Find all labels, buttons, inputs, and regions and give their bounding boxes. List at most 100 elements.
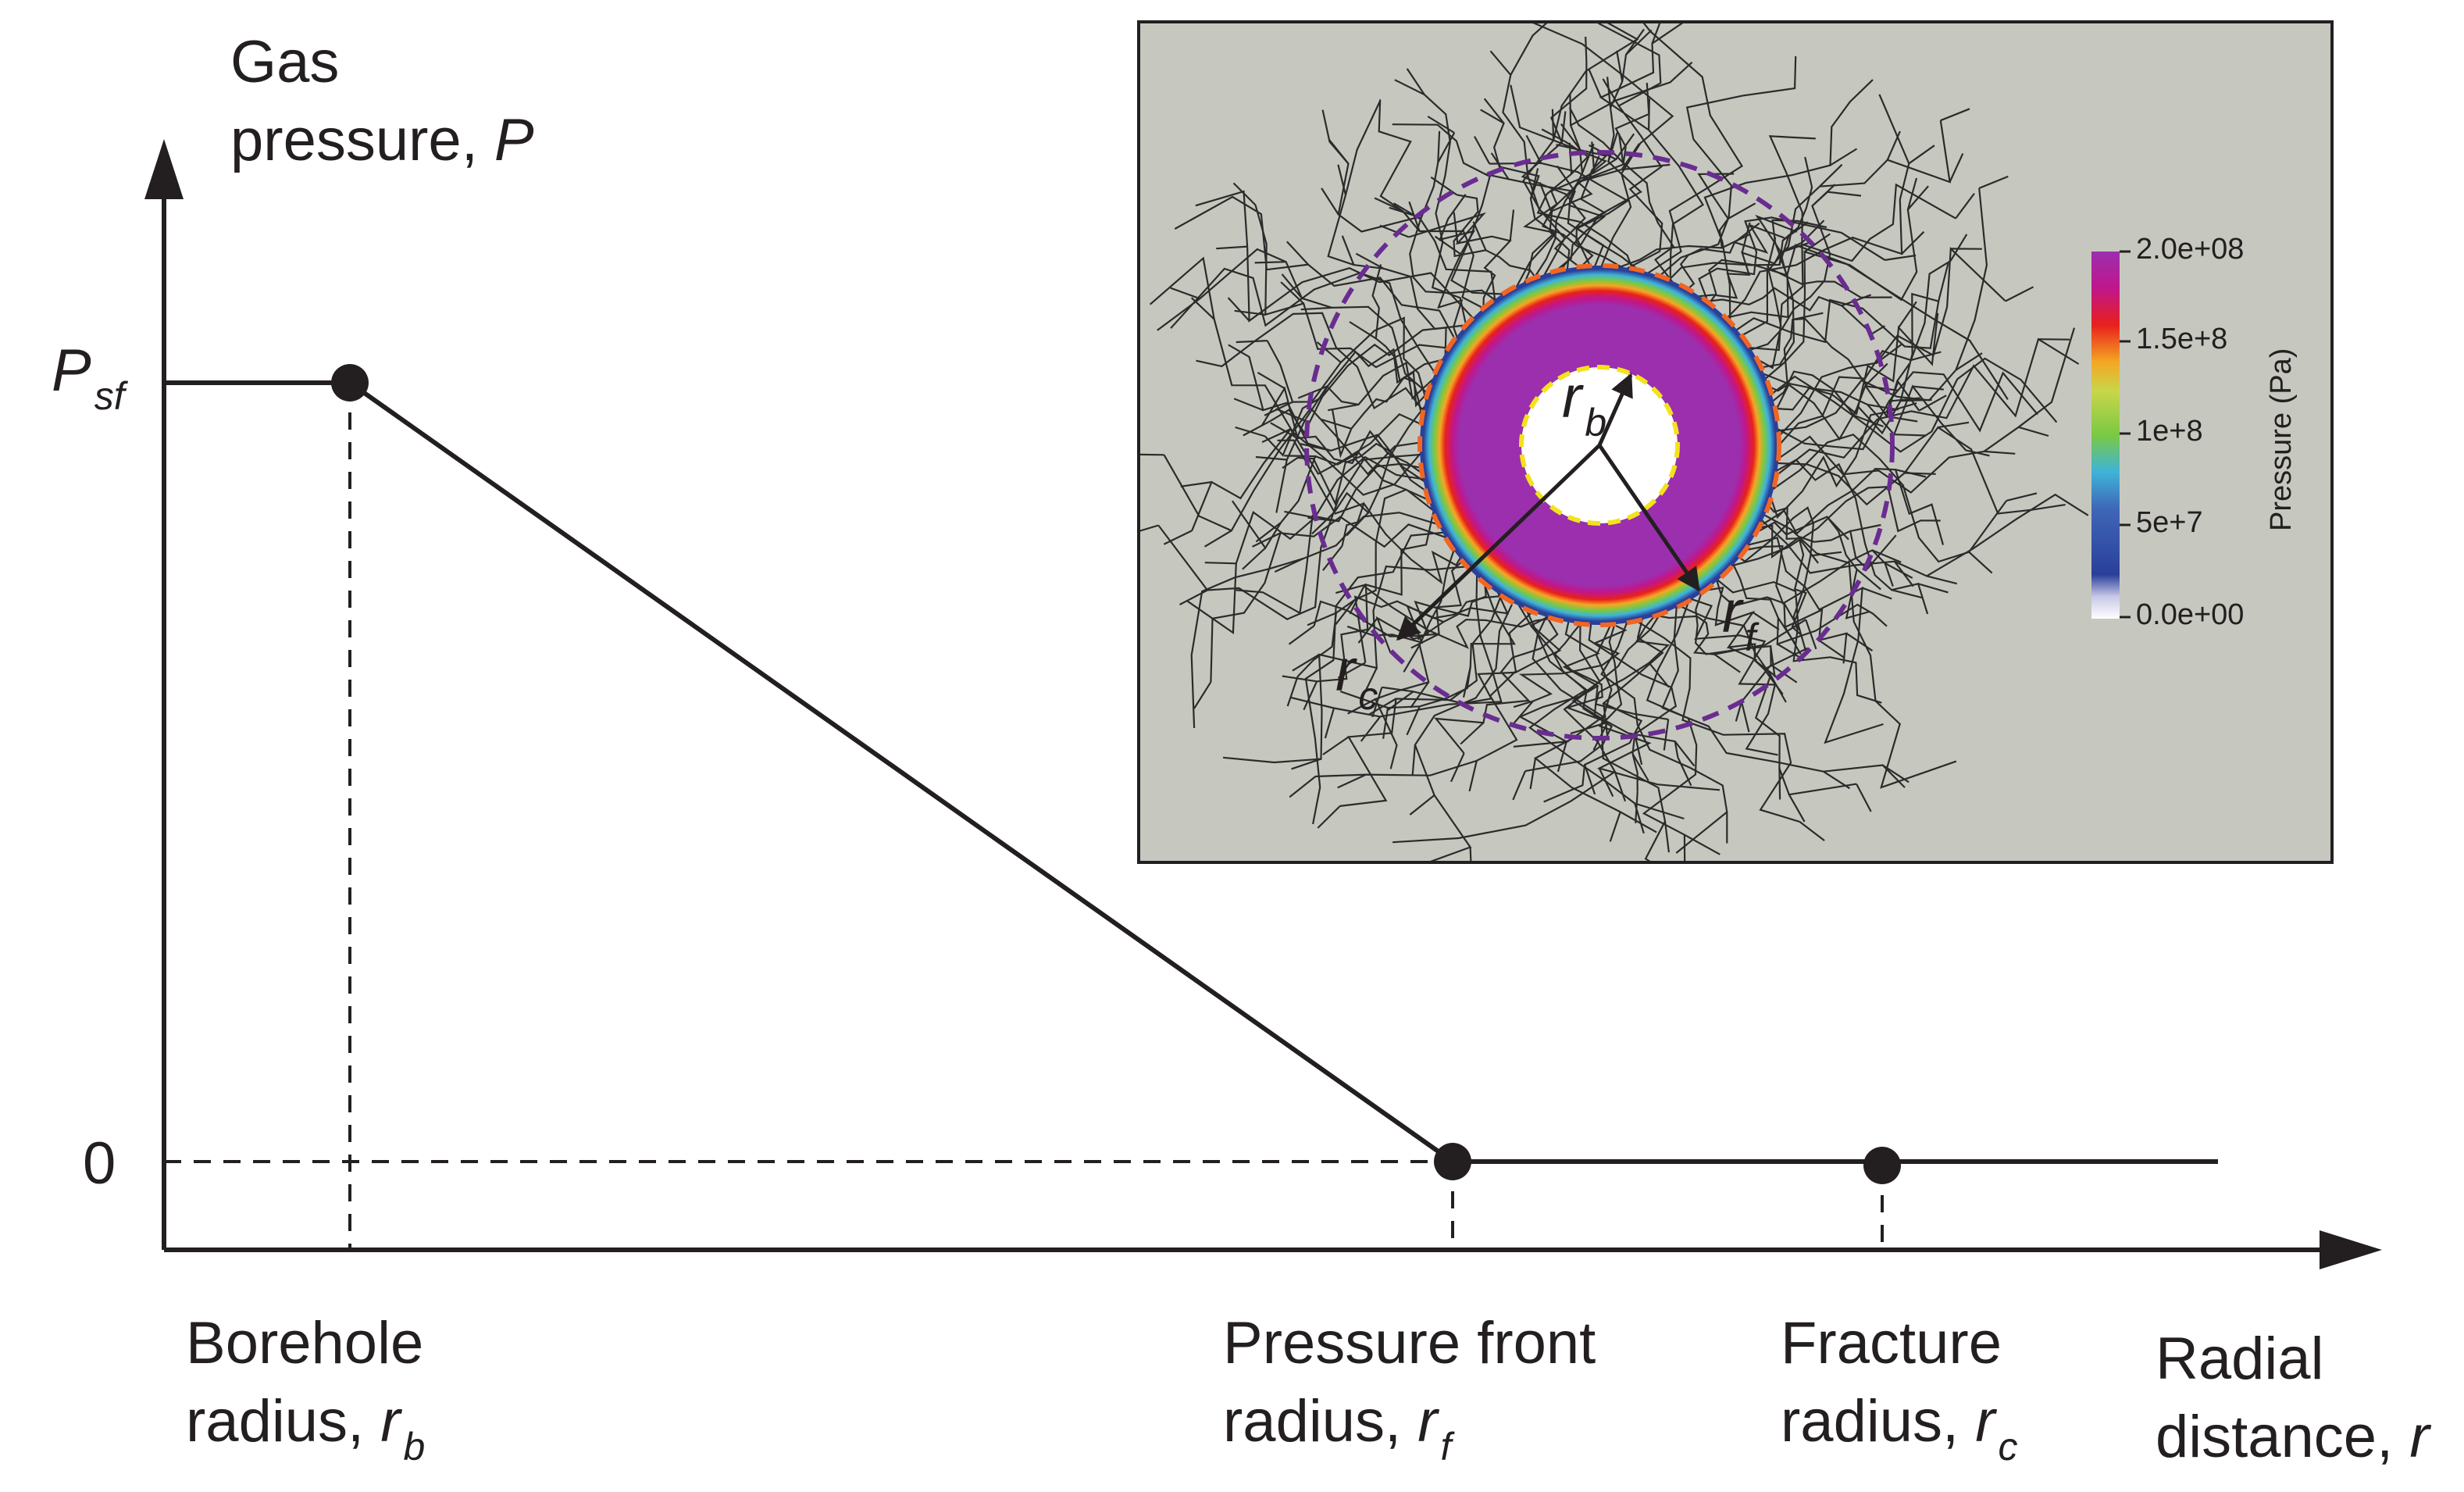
fracture-branch (1227, 297, 1250, 322)
fracture-branch (1410, 633, 1440, 649)
fracture-line (1409, 132, 1499, 303)
fracture-branch (1651, 23, 1661, 45)
fracture-branch (1284, 510, 1315, 519)
fracture-line (1556, 144, 1647, 277)
x-axis-title: Radial distance, r (2156, 1320, 2430, 1476)
fracture-branch (1617, 133, 1624, 165)
fracture-branch (1788, 794, 1806, 823)
x-axis-arrowhead (2320, 1230, 2382, 1269)
fracture-line (1655, 55, 1797, 280)
colorbar (2091, 252, 2120, 619)
fracture-branch (2018, 426, 2049, 437)
front-circle (1417, 263, 1781, 627)
fracture-line (1556, 29, 1653, 276)
fracture-line (1714, 576, 1848, 664)
fracture-line (1595, 619, 1667, 861)
fracture-branch (1882, 764, 1910, 783)
fracture-line (1753, 467, 1945, 545)
fracture-branch (1728, 646, 1757, 662)
fracture-branch (1406, 705, 1421, 736)
fracture-branch (1849, 523, 1881, 532)
fracture-branch (1307, 612, 1337, 626)
fracture-line (1768, 434, 2008, 563)
fracture-branch (1926, 575, 1958, 585)
fracture-line (1513, 619, 1628, 709)
fracture-branch (1691, 887, 1702, 916)
x-axis-symbol: r (2409, 1404, 2430, 1470)
inset-rb-label: rb (1562, 363, 1606, 444)
fracture-line (1174, 195, 1458, 344)
fracture-branch (1898, 301, 1917, 328)
fracture-branch (1799, 821, 1825, 841)
y-axis-title: Gas pressure, P (230, 23, 534, 180)
fracture-branch (1845, 632, 1874, 652)
fracture-branch (1674, 741, 1696, 767)
fracture-line (1232, 182, 1453, 369)
fracture-line (1222, 565, 1472, 764)
fracture-line (1765, 501, 1807, 636)
fracture-branch (1584, 764, 1596, 795)
fracture-line (1760, 512, 1957, 789)
fracture-branch (1940, 108, 1970, 122)
fracture-line (1266, 316, 1429, 407)
colorbar-tick-3: 5e+7 (2136, 506, 2203, 539)
fracture-branch (1621, 143, 1640, 170)
fracture-branch (1856, 783, 1872, 812)
fracture-branch (1242, 547, 1266, 570)
fracture-branch (1472, 221, 1487, 251)
fracture-line (1210, 516, 1452, 683)
fracture-line (1196, 312, 1428, 416)
radius-arrows (1396, 373, 1701, 641)
fracture-branch (1355, 252, 1385, 269)
borehole-symbol: r (380, 1388, 401, 1455)
fracture-branch (1938, 421, 1970, 429)
fracture-line (1738, 120, 1951, 338)
fracture-branch (1291, 758, 1321, 770)
fracture-branch (1778, 768, 1781, 800)
fracture-branch (1556, 741, 1567, 773)
fracture-branch (1316, 341, 1342, 363)
y-axis-title-line1: Gas (230, 29, 340, 95)
fracture-branch (1955, 352, 1983, 371)
fracture-line (1714, 576, 1882, 704)
fracture-branch (1864, 362, 1888, 387)
fracture-branch (1243, 419, 1271, 437)
fracture-line (1735, 506, 1815, 630)
fracture-line (1725, 486, 1941, 569)
fracture-branch (1634, 803, 1645, 834)
fracture-line (1485, 173, 1606, 278)
fracture-branch (1286, 676, 1299, 707)
fracture-line (1763, 317, 1868, 392)
fracture-line (1631, 617, 1800, 823)
fracture-line (1382, 613, 1562, 705)
fracture-line (1378, 99, 1488, 311)
colorbar-tick-1: 1.5e+8 (2136, 323, 2228, 355)
fracture-line (1642, 23, 1744, 277)
front-symbol: r (1417, 1388, 1438, 1455)
fracture-branch (1741, 222, 1751, 253)
zero-tick-label: 0 (83, 1130, 116, 1197)
fracture-line (1733, 262, 1949, 349)
fracture-branch (1347, 698, 1376, 715)
fracture-line (1313, 558, 1466, 637)
fracture-line (1437, 194, 1476, 341)
borehole-label-line1: Borehole (186, 1310, 424, 1376)
fracture-branch (1322, 736, 1350, 755)
fracture-line (1321, 109, 1496, 304)
colorbar-title: Pressure (Pa) (2265, 348, 2298, 531)
fracture-branch (1871, 549, 1902, 563)
fracture-line (1774, 426, 2066, 515)
fracture-branch (1984, 450, 2016, 455)
rb-arrow (1597, 373, 1633, 447)
fracture-branch (1474, 136, 1491, 165)
fracture-line (1157, 248, 1432, 397)
fracture-branch (1599, 0, 1609, 23)
fracture-label-line2: radius, (1781, 1388, 1976, 1455)
fracture-line (1532, 23, 1674, 270)
front-point (1434, 1143, 1471, 1180)
fracture-branch (1270, 422, 1299, 440)
fracture-branch (1341, 235, 1355, 266)
fracture-branch (1193, 681, 1212, 709)
fracture-branch (1427, 116, 1455, 134)
